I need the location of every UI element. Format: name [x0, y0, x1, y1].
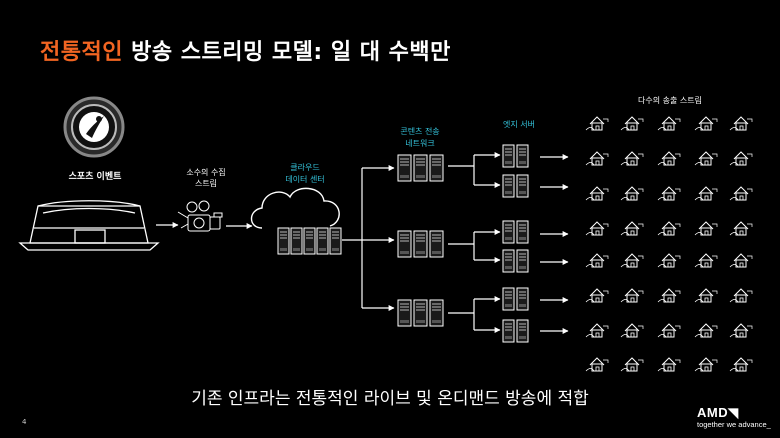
house-icon	[657, 186, 681, 201]
house-icon	[620, 186, 644, 201]
server-rack-icon	[277, 227, 290, 255]
server-rack-icon	[290, 227, 303, 255]
server-rack-icon	[303, 227, 316, 255]
amd-logo: AMD◥	[697, 405, 739, 420]
house-icon	[657, 116, 681, 131]
server-rack-icon	[429, 230, 444, 258]
amd-arrow-icon: ◥	[728, 405, 739, 420]
server-rack-icon	[413, 154, 428, 182]
server-rack-icon	[516, 220, 529, 244]
server-rack-icon	[316, 227, 329, 255]
egress-streams-label: 다수의 송출 스트림	[638, 96, 702, 105]
cloud-label-line1: 클라우드	[290, 163, 320, 172]
house-icon	[729, 221, 753, 236]
cloud-icon	[250, 187, 340, 229]
house-icon	[585, 151, 609, 166]
cloud-label-line2: 데이터 센터	[285, 175, 325, 184]
house-icon	[694, 221, 718, 236]
server-rack-icon	[502, 220, 515, 244]
connector-lines	[156, 152, 569, 334]
server-rack-icon	[502, 319, 515, 343]
house-icon	[729, 253, 753, 268]
slide-title: 전통적인 방송 스트리밍 모델: 일 대 수백만	[40, 34, 451, 66]
server-rack-icon	[397, 299, 412, 327]
house-icon	[585, 323, 609, 338]
cdn-label-line1: 콘텐츠 전송	[400, 127, 440, 136]
house-icon	[729, 116, 753, 131]
stadium-icon	[18, 200, 160, 251]
cdn-label-line2: 네트워크	[405, 139, 435, 148]
server-rack-icon	[516, 319, 529, 343]
house-icon	[657, 323, 681, 338]
house-icon	[620, 151, 644, 166]
house-icon	[729, 323, 753, 338]
sports-logo-icon	[63, 96, 125, 158]
house-icon	[729, 357, 753, 372]
house-icon	[657, 151, 681, 166]
house-icon	[585, 116, 609, 131]
sports-event-label: 스포츠 이벤트	[68, 172, 122, 182]
house-icon	[620, 288, 644, 303]
server-rack-icon	[502, 144, 515, 168]
amd-brand: AMD◥ together we advance_	[697, 405, 771, 429]
amd-tagline: together we advance_	[697, 420, 771, 429]
edge-server-label: 엣지 서버	[503, 120, 535, 129]
house-icon	[729, 186, 753, 201]
house-icon	[585, 253, 609, 268]
house-icon	[620, 221, 644, 236]
house-icon	[585, 221, 609, 236]
title-highlight: 전통적인	[40, 40, 123, 65]
server-rack-icon	[502, 174, 515, 198]
house-icon	[694, 323, 718, 338]
server-rack-icon	[329, 227, 342, 255]
house-icon	[694, 151, 718, 166]
house-icon	[585, 357, 609, 372]
house-icon	[585, 186, 609, 201]
server-rack-icon	[516, 174, 529, 198]
slide-caption: 기존 인프라는 전통적인 라이브 및 온디맨드 방송에 적합	[191, 389, 589, 409]
house-icon	[729, 151, 753, 166]
camera-icon	[177, 200, 223, 232]
house-icon	[657, 288, 681, 303]
house-icon	[657, 253, 681, 268]
page-number: 4	[22, 418, 27, 426]
ingest-label-line2: 스트림	[194, 179, 218, 188]
house-icon	[585, 288, 609, 303]
house-icon	[657, 221, 681, 236]
server-rack-icon	[413, 299, 428, 327]
house-icon	[694, 253, 718, 268]
house-icon	[620, 323, 644, 338]
server-rack-icon	[516, 249, 529, 273]
server-rack-icon	[516, 287, 529, 311]
title-rest: 방송 스트리밍 모델: 일 대 수백만	[122, 40, 451, 65]
house-icon	[694, 357, 718, 372]
house-icon	[694, 186, 718, 201]
house-icon	[620, 116, 644, 131]
house-icon	[694, 288, 718, 303]
ingest-label-line1: 소수의 수집	[186, 168, 226, 177]
house-icon	[620, 357, 644, 372]
house-icon	[657, 357, 681, 372]
house-icon	[694, 116, 718, 131]
house-icon	[729, 288, 753, 303]
server-rack-icon	[502, 287, 515, 311]
house-icon	[620, 253, 644, 268]
server-rack-icon	[502, 249, 515, 273]
server-rack-icon	[397, 230, 412, 258]
server-rack-icon	[516, 144, 529, 168]
server-rack-icon	[429, 299, 444, 327]
server-rack-icon	[413, 230, 428, 258]
server-rack-icon	[429, 154, 444, 182]
server-rack-icon	[397, 154, 412, 182]
